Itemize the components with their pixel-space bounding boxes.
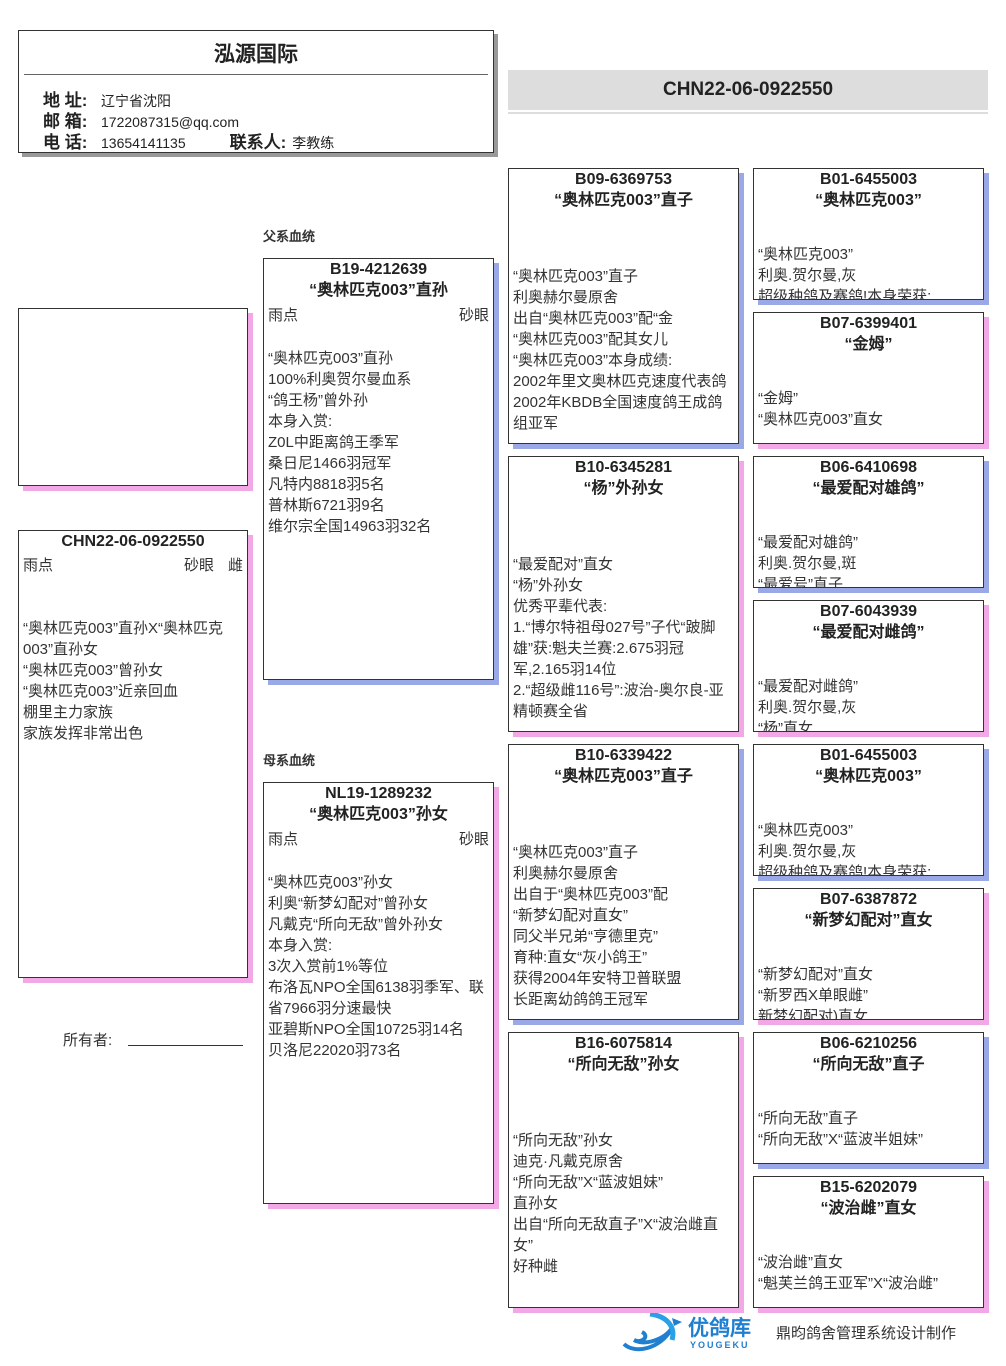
ring-number: B07-6387872 — [820, 891, 917, 908]
pigeon-name: “所向无敌”直子 — [812, 1056, 925, 1073]
pigeon-name: “奥林匹克003”孙女 — [309, 806, 448, 823]
eye-sex-group: 砂眼 — [459, 829, 489, 850]
ring-number: B19-4212639 — [330, 261, 427, 278]
ring-number: CHN22-06-0922550 — [61, 533, 205, 550]
pedigree-notes: “新梦幻配对”直女 “新罗西X单眼雌” 新梦幻配对)直女 — [758, 966, 873, 1020]
pedigree-notes: “奥林匹克003”直孙X“奥林匹克003”直孙女 “奥林匹克003”曾孙女 “奥… — [23, 620, 224, 742]
pedigree-notes: “奥林匹克003”直子 利奥赫尔曼原舍 出自于“奥林匹克003”配 “新梦幻配对… — [513, 844, 682, 1008]
divider — [24, 74, 488, 75]
loft-info-card: 泓源国际 地 址: 辽宁省沈阳 邮 箱: 1722087315@qq.com 电 话… — [18, 30, 494, 153]
phone-label: 电 话: — [43, 133, 88, 152]
eye-type: 砂眼 — [458, 307, 489, 324]
ring-number: B01-6455003 — [820, 171, 917, 188]
pedigree-box-sd: B10-6345281 “杨”外孙女 “最爱配对”直女 “杨”外孙女 优秀平辈代表:… — [508, 456, 739, 732]
pedigree-notes: “奥林匹克003”直子 利奥赫尔曼原舍 出自“奥林匹克003”配“金 “奥林匹克… — [513, 268, 727, 432]
color-eye-row: 雨点 砂眼雌 — [19, 555, 247, 576]
pedigree-notes: “波治雌”直女 “魁芙兰鸽王亚军”X“波治雌” — [758, 1254, 938, 1292]
contact-label: 联系人: — [229, 133, 287, 152]
pedigree-box-dss: B01-6455003 “奥林匹克003” “奥林匹克003” 利奥.贺尔曼,灰 超… — [753, 744, 984, 876]
pedigree-notes: “奥林匹克003” 利奥.贺尔曼,灰 超级种鸽及赛鸽!本身荣获: — [758, 246, 932, 300]
sex: 雌 — [227, 557, 243, 574]
pigeon-name: “最爱配对雌鸽” — [812, 624, 925, 641]
photo-placeholder — [18, 308, 248, 486]
pedigree-box-dam: NL19-1289232 “奥林匹克003”孙女雨点 砂眼 “奥林匹克003”孙女 利… — [263, 782, 494, 1204]
logo-swirl-icon — [622, 1311, 682, 1352]
pedigree-box-dds: B06-6210256 “所向无敌”直子 “所向无敌”直子 “所向无敌”X“蓝波半姐… — [753, 1032, 984, 1164]
pedigree-box-ss: B09-6369753 “奥林匹克003”直子 “奥林匹克003”直子 利奥赫尔曼原… — [508, 168, 739, 444]
eye-type: 砂眼 — [183, 557, 214, 574]
pedigree-notes: “最爱配对雄鸽” 利奥.贺尔曼,斑 “最爱号”直子 — [758, 534, 858, 588]
pigeon-name: “奥林匹克003”直孙 — [309, 282, 448, 299]
pigeon-name: “奥林匹克003”直子 — [554, 192, 693, 209]
pedigree-notes: “奥林匹克003”孙女 利奥“新梦幻配对”曾孙女 凡戴克“所向无敌”曾外孙女 本… — [268, 874, 484, 1059]
pedigree-box-sds: B06-6410698 “最爱配对雄鸽” “最爱配对雄鸽” 利奥.贺尔曼,斑 “最爱… — [753, 456, 984, 588]
pedigree-box-ds: B10-6339422 “奥林匹克003”直子 “奥林匹克003”直子 利奥赫尔曼原… — [508, 744, 739, 1020]
color-eye-row: 雨点 砂眼 — [264, 305, 493, 326]
pigeon-name: “新梦幻配对”直女 — [804, 912, 933, 929]
ring-number: B10-6339422 — [575, 747, 672, 764]
contact-value: 李教练 — [292, 135, 335, 151]
ring-number: B01-6455003 — [820, 747, 917, 764]
pedigree-box-subject: CHN22-06-0922550 雨点 砂眼雌 “奥林匹克003”直孙X“奥林匹克00… — [18, 530, 248, 978]
pedigree-box-ddd: B15-6202079 “波治雌”直女 “波治雌”直女 “魁芙兰鸽王亚军”X“波治雌… — [753, 1176, 984, 1308]
eye-type: 砂眼 — [458, 831, 489, 848]
eye-sex-group: 砂眼雌 — [184, 555, 243, 576]
pigeon-name: “所向无敌”孙女 — [567, 1056, 680, 1073]
sire-line-label: 父系血统 — [263, 229, 316, 244]
divider — [508, 112, 988, 114]
ring-number-banner: CHN22-06-0922550 — [508, 70, 988, 110]
dam-line-label: 母系血统 — [263, 753, 316, 768]
pedigree-notes: “所向无敌”孙女 迪克·凡戴克原舍 “所向无敌”X“蓝波姐妹” 直孙女 出自“所… — [513, 1132, 718, 1275]
plumage-color: 雨点 — [23, 557, 54, 574]
pedigree-notes: “最爱配对雌鸽” 利奥.贺尔曼,灰 “杨”直女 — [758, 678, 858, 732]
ring-number: B09-6369753 — [575, 171, 672, 188]
yougeku-logo: 优鸽库 YOUGEKU — [620, 1310, 760, 1354]
pedigree-notes: “奥林匹克003” 利奥.贺尔曼,灰 超级种鸽及赛鸽!本身荣获: — [758, 822, 932, 876]
pigeon-name: “金姆” — [844, 336, 893, 353]
ring-number: B10-6345281 — [575, 459, 672, 476]
plumage-color: 雨点 — [268, 307, 299, 324]
color-eye-row: 雨点 砂眼 — [264, 829, 493, 850]
email-label: 邮 箱: — [43, 112, 88, 131]
pedigree-notes: “奥林匹克003”直孙 100%利奥贺尔曼血系 “鸽王杨”曾外孙 本身入赏: Z… — [268, 350, 432, 535]
owner-label: 所有者: — [63, 1032, 113, 1049]
address-value: 辽宁省沈阳 — [101, 93, 171, 109]
ring-number: B07-6399401 — [820, 315, 917, 332]
plumage-color: 雨点 — [268, 831, 299, 848]
pigeon-name: “奥林匹克003” — [815, 768, 922, 785]
loft-name: 泓源国际 — [214, 43, 298, 66]
pigeon-name: “波治雌”直女 — [820, 1200, 917, 1217]
pedigree-box-dd: B16-6075814 “所向无敌”孙女 “所向无敌”孙女 迪克·凡戴克原舍 “所向… — [508, 1032, 739, 1308]
pedigree-box-sdd: B07-6043939 “最爱配对雌鸽” “最爱配对雌鸽” 利奥.贺尔曼,灰 “杨”… — [753, 600, 984, 732]
pedigree-notes: “最爱配对”直女 “杨”外孙女 优秀平辈代表: 1.“博尔特祖母027号”子代“… — [513, 556, 724, 720]
pedigree-box-ssd: B07-6399401 “金姆” “金姆” “奥林匹克003”直女 — [753, 312, 984, 444]
pedigree-box-sire: B19-4212639 “奥林匹克003”直孙雨点 砂眼 “奥林匹克003”直孙 10… — [263, 258, 494, 680]
pedigree-notes: “所向无敌”直子 “所向无敌”X“蓝波半姐妹” — [758, 1110, 923, 1148]
ring-number: B15-6202079 — [820, 1179, 917, 1196]
pedigree-box-dsd: B07-6387872 “新梦幻配对”直女 “新梦幻配对”直女 “新罗西X单眼雌” … — [753, 888, 984, 1020]
eye-sex-group: 砂眼 — [459, 305, 489, 326]
pigeon-name: “奥林匹克003” — [815, 192, 922, 209]
pigeon-name: “奥林匹克003”直子 — [554, 768, 693, 785]
ring-number: B07-6043939 — [820, 603, 917, 620]
ring-number: B06-6210256 — [820, 1035, 917, 1052]
address-label: 地 址: — [43, 91, 88, 110]
pedigree-notes: “金姆” “奥林匹克003”直女 — [758, 390, 884, 428]
ring-number: B16-6075814 — [575, 1035, 672, 1052]
phone-value: 13654141135 — [101, 135, 186, 151]
owner-signature-line — [128, 1045, 243, 1046]
pigeon-name: “杨”外孙女 — [583, 480, 664, 497]
pigeon-name: “最爱配对雄鸽” — [812, 480, 925, 497]
logo-text: 优鸽库 — [688, 1317, 751, 1340]
email-value: 1722087315@qq.com — [101, 114, 239, 130]
logo-subtext: YOUGEKU — [690, 1340, 750, 1350]
ring-number: NL19-1289232 — [325, 785, 432, 802]
credit-text: 鼎昀鸽舍管理系统设计制作 — [776, 1325, 957, 1342]
ring-number: B06-6410698 — [820, 459, 917, 476]
pedigree-box-sss: B01-6455003 “奥林匹克003” “奥林匹克003” 利奥.贺尔曼,灰 超… — [753, 168, 984, 300]
